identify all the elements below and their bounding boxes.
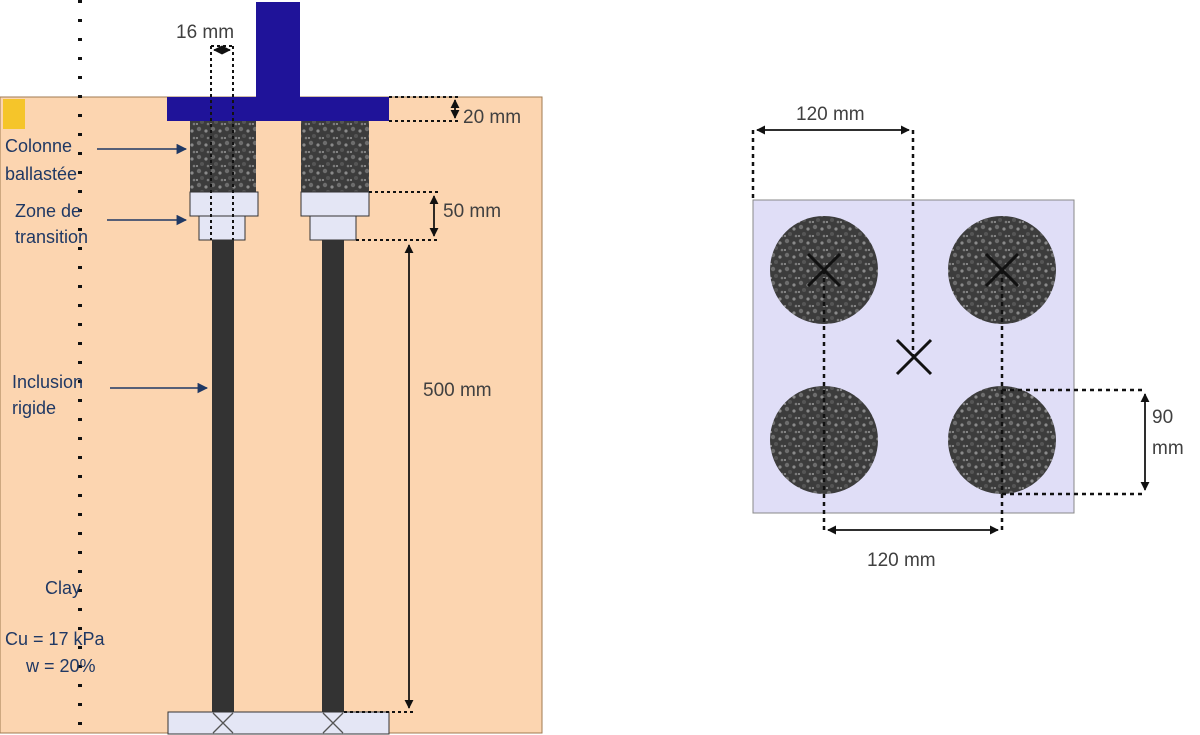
dimension-500mm-label: 500 mm (423, 380, 492, 401)
dimension-plan-top-label: 120 mm (796, 104, 865, 125)
dimension-50mm (356, 191, 439, 241)
gravel-column-left (190, 121, 256, 192)
dimension-plan-side-label-line2: mm (1152, 438, 1184, 459)
dimension-500mm (344, 244, 414, 713)
plan-reference-lines (751, 130, 1145, 532)
plan-view: 120 mm 120 mm 90 mm (751, 104, 1184, 571)
soil-cu: Cu = 17 kPa (5, 629, 106, 649)
base-plate (167, 711, 390, 735)
rigid-inclusion-left (212, 240, 234, 712)
dimension-16mm-label: 16 mm (176, 22, 234, 43)
loading-plate (167, 97, 389, 121)
dimension-50mm-label: 50 mm (443, 201, 501, 222)
label-inclusion-line1: Inclusion (12, 372, 83, 392)
dimension-plan-side-label-line1: 90 (1152, 407, 1173, 428)
label-colonne-line2: ballastée (5, 164, 77, 184)
label-colonne-line1: Colonne (5, 136, 72, 156)
transition-zone-right-top (300, 191, 370, 217)
soil-w: w = 20% (25, 656, 96, 676)
gravel-column-right (301, 121, 369, 192)
base-support-left (212, 712, 234, 734)
dimension-16mm (210, 45, 234, 240)
label-zone-line1: Zone de (15, 201, 81, 221)
label-zone-line2: transition (15, 227, 88, 247)
base-support-right (322, 712, 344, 734)
dimension-20mm-label: 20 mm (463, 107, 521, 128)
transition-zone-left-bottom (198, 215, 246, 241)
rigid-inclusion-right (322, 240, 344, 712)
transition-zone-right-bottom (309, 215, 357, 241)
load-column (256, 2, 300, 98)
transition-zone-left-top (189, 191, 259, 217)
dimension-plan-bottom-label: 120 mm (867, 550, 936, 571)
soil-name: Clay (45, 578, 81, 598)
cross-mark-center (895, 338, 933, 376)
cross-section: 16 mm 20 mm 50 mm 500 mm Colonne ballast… (0, 0, 543, 735)
corner-marker (3, 99, 25, 129)
dimension-20mm (389, 96, 460, 122)
label-inclusion-line2: rigide (12, 398, 56, 418)
clay-soil-block (0, 96, 543, 734)
